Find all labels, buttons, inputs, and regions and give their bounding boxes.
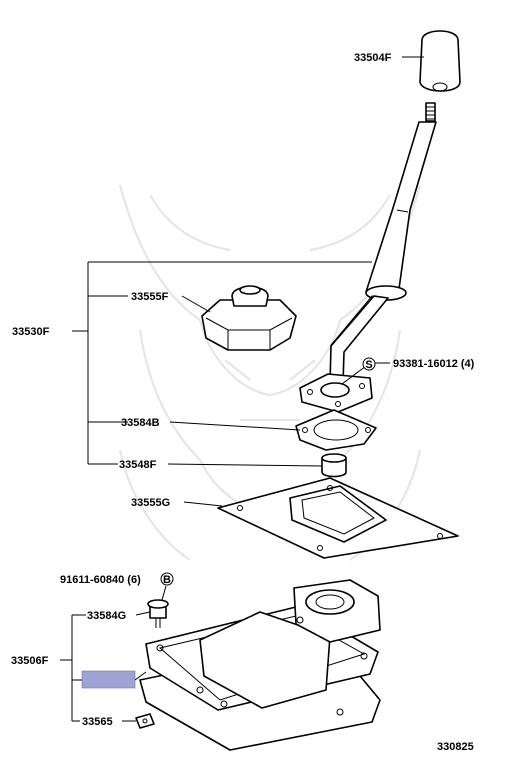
highlight-box	[81, 670, 136, 689]
callout-labels: 33504F 33530F 33555F 93381-16012 (4) 335…	[11, 52, 475, 753]
screw-cap	[147, 599, 169, 628]
lever-retainer-plate	[299, 373, 373, 413]
clip	[135, 713, 155, 729]
shift-knob	[419, 30, 461, 92]
label-boot: 33555F	[131, 291, 169, 303]
shift-housing	[139, 579, 381, 751]
label-lever-assy: 33530F	[12, 326, 50, 338]
label-screw: 91611-60840 (6)	[60, 574, 141, 586]
label-housing-assy: 33506F	[11, 655, 49, 667]
shift-lever	[329, 102, 437, 385]
label-retainer: 33584B	[121, 417, 160, 429]
label-bolt: 93381-16012 (4)	[393, 358, 475, 370]
shift-boot	[201, 285, 297, 351]
label-clip: 33565	[82, 716, 113, 728]
retainer-ring	[295, 409, 377, 451]
screw-mark-label: B	[163, 574, 171, 586]
seal-plate	[217, 477, 459, 559]
screw-mark-b: B	[160, 572, 174, 586]
bushing	[321, 453, 347, 478]
leader-lines	[60, 56, 424, 722]
label-bushing: 33548F	[119, 459, 157, 471]
bolt-mark-s: S	[362, 357, 376, 371]
label-cap: 33584G	[87, 610, 126, 622]
label-seal: 33555G	[131, 497, 170, 509]
label-knob: 33504F	[354, 52, 392, 64]
bolt-mark-label: S	[365, 359, 372, 371]
diagram-code: 330825	[437, 741, 474, 753]
